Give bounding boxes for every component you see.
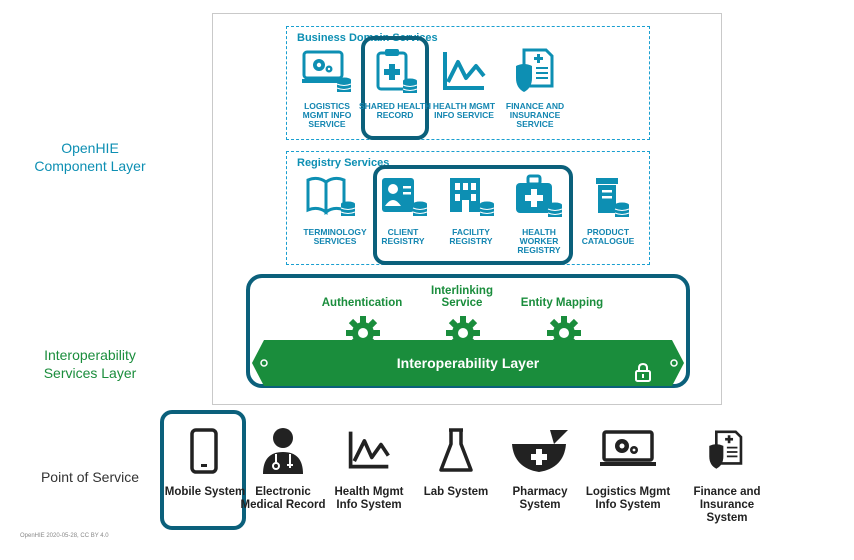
pos-layer-label: Point of Service bbox=[40, 469, 140, 485]
interop-service-label: Interlinking Service bbox=[431, 285, 493, 309]
registry-item-label: TERMINOLOGY SERVICES bbox=[303, 227, 367, 246]
pos-item-label: Health Mgmt Info System bbox=[334, 486, 404, 511]
pos-item-label: Lab System bbox=[423, 486, 489, 498]
clipboard-plus-db-icon bbox=[372, 48, 422, 98]
business-item-label: FINANCE AND INSURANCE SERVICE bbox=[505, 101, 565, 129]
business-domain-box bbox=[286, 26, 650, 140]
medical-bag-db-icon bbox=[514, 174, 564, 224]
business-item-label: HEALTH MGMT INFO SERVICE bbox=[432, 101, 496, 120]
shared-health-record-highlight bbox=[361, 36, 429, 140]
interop-service-label: Authentication bbox=[321, 297, 403, 309]
line-chart-icon bbox=[346, 428, 392, 479]
laptop-gear-icon bbox=[600, 430, 656, 475]
gear-icon bbox=[545, 314, 583, 357]
registry-item-label: PRODUCT CATALOGUE bbox=[581, 227, 635, 246]
registry-item-label: CLIENT REGISTRY bbox=[381, 227, 425, 246]
registries-highlight bbox=[373, 165, 573, 265]
mobile-phone-icon bbox=[190, 428, 218, 479]
mobile-system-highlight bbox=[160, 410, 246, 530]
flask-icon bbox=[438, 428, 474, 479]
copyright-caption: OpenHIE 2020-05-28, CC BY 4.0 bbox=[20, 533, 109, 539]
building-db-icon bbox=[446, 174, 496, 224]
padlock-icon bbox=[634, 362, 652, 387]
registry-services-title: Registry Services bbox=[297, 157, 390, 169]
pos-item-label: Mobile System bbox=[164, 486, 246, 498]
product-box-db-icon bbox=[590, 174, 640, 224]
interop-layer-label: Interoperability Services Layer bbox=[43, 347, 137, 381]
doctor-icon bbox=[260, 426, 306, 481]
pos-item-label: Logistics Mgmt Info System bbox=[585, 486, 671, 511]
interop-service-label: Entity Mapping bbox=[520, 297, 604, 309]
pos-item-label: Pharmacy System bbox=[512, 486, 568, 511]
pos-item-label: Electronic Medical Record bbox=[240, 486, 326, 511]
shield-document-icon bbox=[510, 48, 560, 98]
laptop-gear-db-icon bbox=[302, 48, 352, 98]
business-item-label: SHARED HEALTH RECORD bbox=[358, 101, 432, 120]
interop-banner-label: Interoperability Layer bbox=[396, 355, 540, 371]
business-item-label: LOGISTICS MGMT INFO SERVICE bbox=[302, 101, 352, 129]
registry-item-label: FACILITY REGISTRY bbox=[449, 227, 493, 246]
registry-item-label: HEALTH WORKER REGISTRY bbox=[517, 227, 561, 255]
pos-item-label: Finance and Insurance System bbox=[693, 486, 761, 524]
book-db-icon bbox=[306, 174, 356, 224]
shield-document-icon bbox=[704, 428, 748, 481]
interop-banner bbox=[252, 340, 684, 391]
mortar-pestle-icon bbox=[510, 428, 570, 481]
interop-highlight bbox=[246, 274, 690, 388]
component-layer-label: OpenHIE Component Layer bbox=[34, 140, 146, 174]
line-chart-icon bbox=[440, 48, 490, 98]
id-card-db-icon bbox=[380, 174, 430, 224]
